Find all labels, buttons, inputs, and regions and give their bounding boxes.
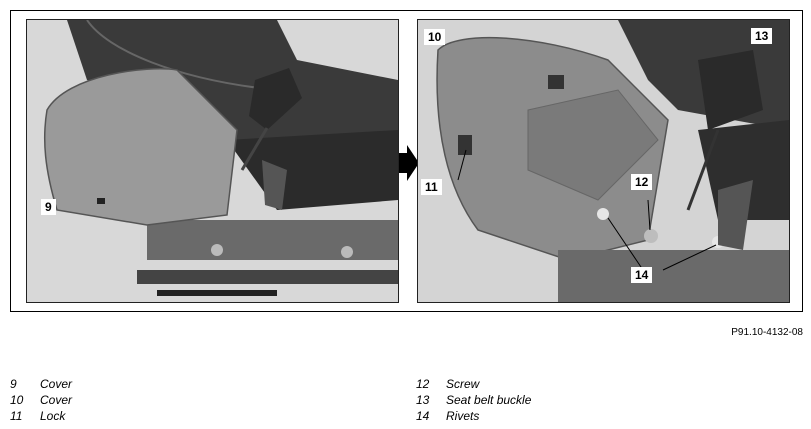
photo-cover-installed: [26, 19, 399, 303]
callout-10: 10: [424, 29, 446, 45]
callout-12: 12: [631, 174, 653, 190]
legend-item: 12 Screw: [416, 376, 531, 392]
legend-left: 9 Cover 10 Cover 11 Lock: [10, 376, 72, 424]
legend-item: 11 Lock: [10, 408, 72, 424]
callout-13: 13: [751, 28, 773, 44]
legend-number: 11: [10, 409, 23, 423]
legend-label: Seat belt buckle: [446, 393, 532, 407]
legend-number: 14: [416, 409, 430, 423]
legend-item: 13 Seat belt buckle: [416, 392, 531, 408]
legend-number: 10: [10, 393, 24, 407]
photo-cover-removed: [417, 19, 790, 303]
legend-right: 12 Screw 13 Seat belt buckle 14 Rivets: [416, 376, 531, 424]
legend-item: 10 Cover: [10, 392, 72, 408]
legend-label: Rivets: [446, 409, 480, 423]
legend-number: 9: [10, 377, 17, 391]
callout-14: 14: [631, 267, 653, 283]
legend-label: Cover: [40, 377, 73, 391]
figure-frame: 9 10 11 12 13 14: [10, 10, 803, 312]
legend-item: 14 Rivets: [416, 408, 531, 424]
legend-item: 9 Cover: [10, 376, 72, 392]
legend-label: Lock: [40, 409, 66, 423]
callout-11: 11: [421, 179, 442, 195]
legend-label: Cover: [40, 393, 73, 407]
arrow-right-icon: [399, 143, 419, 188]
callout-9: 9: [41, 199, 56, 215]
legend-label: Screw: [446, 377, 480, 391]
reference-code: P91.10-4132-08: [731, 327, 803, 338]
legend-number: 13: [416, 393, 430, 407]
legend-number: 12: [416, 377, 430, 391]
